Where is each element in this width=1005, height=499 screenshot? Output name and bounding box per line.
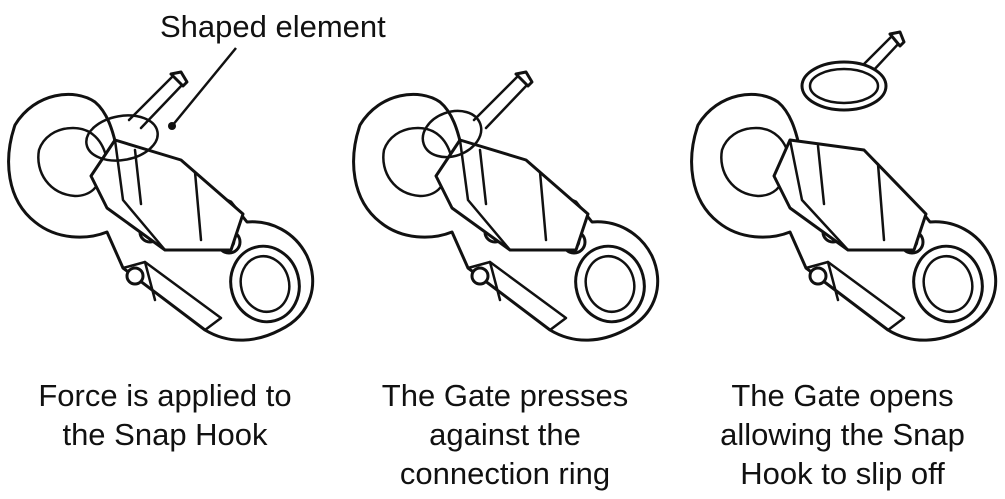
connection-ring (800, 60, 888, 112)
callout-leader-line (171, 47, 237, 127)
caption-line: allowing the Snap (720, 417, 965, 452)
caption-gate-presses: The Gate presses against the connection … (340, 376, 670, 493)
shaped-element-callout: Shaped element (160, 9, 386, 44)
panel-gate-presses (352, 70, 660, 342)
panel-force-applied (7, 47, 315, 342)
connection-ring (421, 109, 483, 159)
caption-line: connection ring (399, 456, 611, 491)
caption-line: Hook to slip off (740, 456, 945, 491)
callout-dot (168, 122, 176, 130)
caption-line: against the (429, 417, 581, 452)
panel-gate-opens (690, 30, 998, 342)
caption-line: the Snap Hook (62, 417, 268, 452)
connection-ring (85, 114, 159, 162)
caption-line: The Gate presses (381, 378, 629, 413)
caption-line: The Gate opens (731, 378, 954, 413)
caption-gate-opens: The Gate opens allowing the Snap Hook to… (680, 376, 1005, 493)
caption-force-applied: Force is applied to the Snap Hook (0, 376, 330, 454)
caption-line: Force is applied to (38, 378, 292, 413)
